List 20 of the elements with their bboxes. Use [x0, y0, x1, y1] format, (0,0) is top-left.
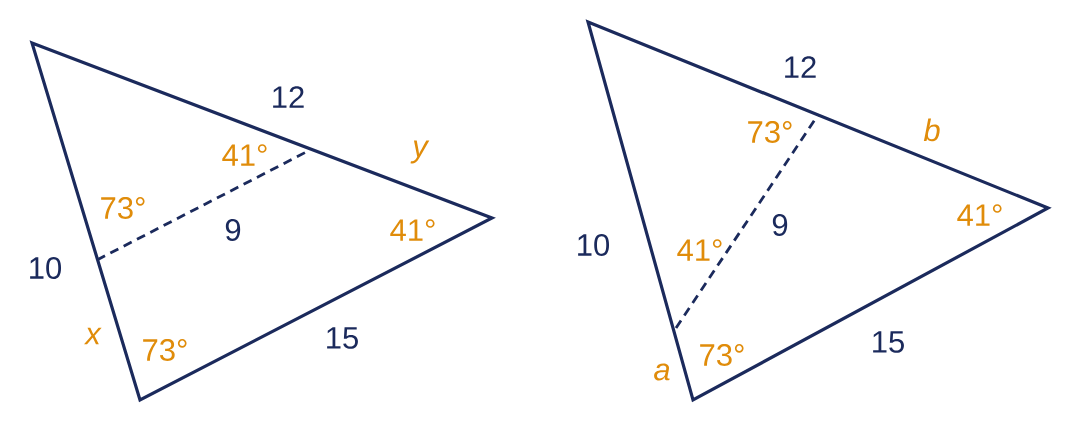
side-length: 9 — [225, 219, 241, 241]
side-length: 9 — [772, 214, 788, 236]
side-length: 12 — [273, 86, 304, 108]
angle-label: 73° — [748, 121, 792, 143]
angle-label: 41° — [222, 144, 267, 166]
angle-label: 73° — [101, 197, 145, 219]
side-length: 15 — [327, 327, 358, 349]
angle-label: 73° — [143, 339, 187, 361]
angle-label: 41° — [390, 219, 435, 241]
side-length: 10 — [30, 257, 62, 279]
variable-label: x — [84, 327, 102, 345]
variable-label: b — [923, 118, 940, 142]
angle-label: 73° — [700, 344, 744, 366]
side-length: 15 — [873, 331, 904, 353]
angle-label: 41° — [677, 239, 722, 261]
side-length: 10 — [578, 234, 610, 256]
angle-label: 41° — [957, 204, 1002, 226]
side-length: 12 — [785, 56, 816, 78]
variable-label: a — [654, 363, 670, 381]
variable-label: y — [410, 140, 430, 164]
